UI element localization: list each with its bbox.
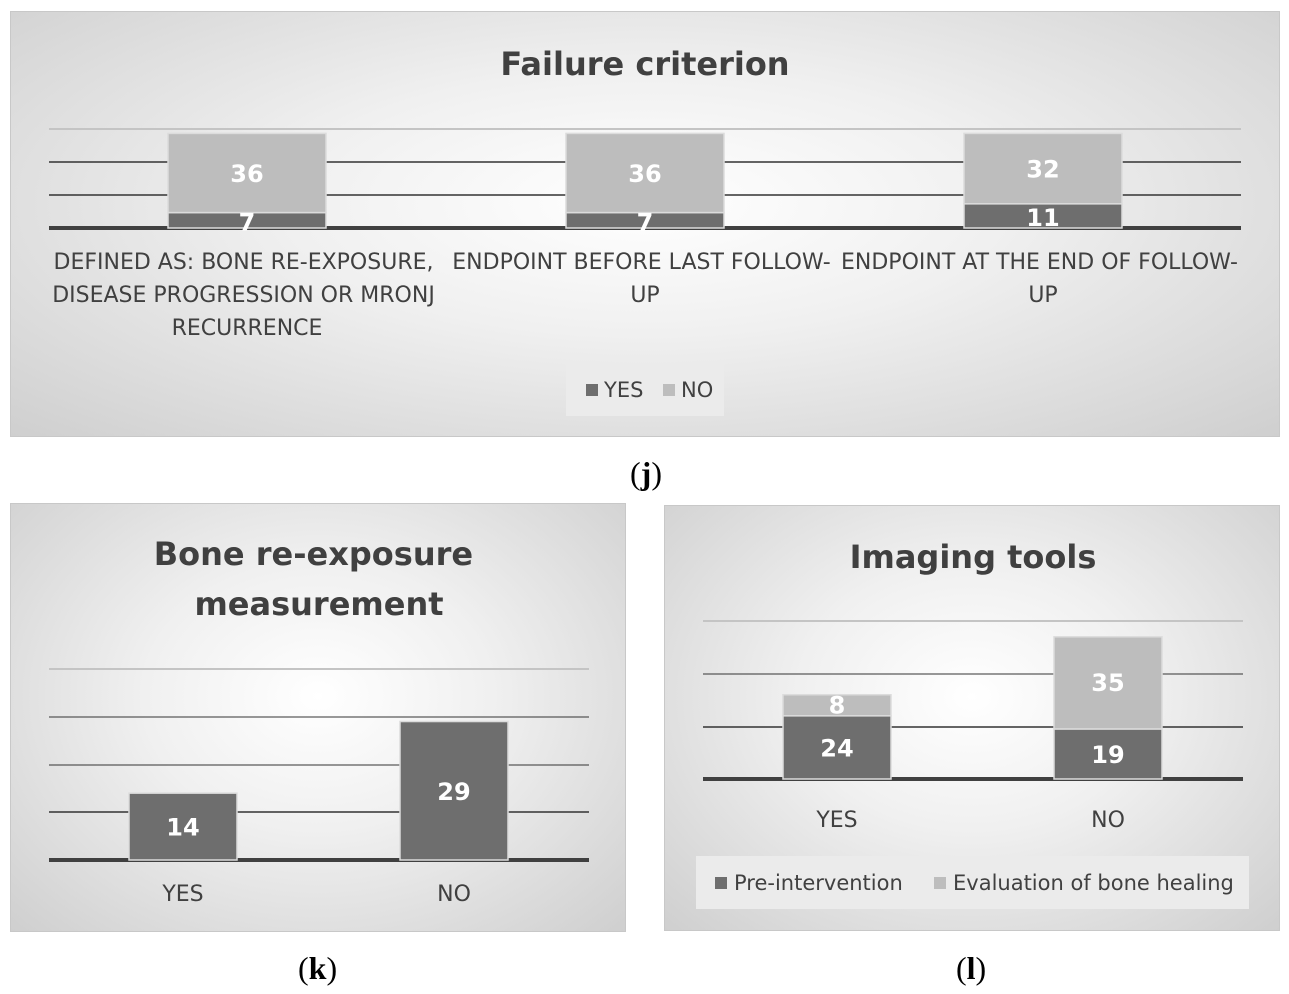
chart-title-line: Bone re-exposure: [154, 535, 473, 573]
legend-background: [696, 856, 1249, 909]
chart-title: Failure criterion: [500, 45, 789, 83]
legend-label-no: NO: [681, 378, 713, 402]
category-label-line: RECURRENCE: [172, 316, 323, 341]
legend-label-pre-intervention: Pre-intervention: [734, 871, 903, 895]
bar-value-label: 36: [230, 160, 263, 188]
imaging-tools-chart: Imaging tools 24 8 19 35 YES NO Pre-interve…: [664, 505, 1280, 931]
category-label: NO: [1091, 808, 1125, 833]
category-label: YES: [161, 882, 203, 907]
failure-criterion-chart: Failure criterion 7 36 7 36 11 32 DEFINED AS:…: [10, 11, 1280, 437]
bar-bone-healing: [1053, 636, 1163, 730]
bar-pre-intervention: [1053, 728, 1163, 780]
bar-value-label: 7: [239, 208, 256, 236]
legend-label-yes: YES: [603, 378, 643, 402]
bar-value-label: 7: [637, 208, 654, 236]
bar-no: [565, 132, 725, 214]
bar-value-label: 11: [1026, 204, 1059, 232]
bone-re-exposure-chart: Bone re-exposure measurement 14 29 YES NO: [10, 503, 626, 932]
imaging-tools-svg: Imaging tools 24 8 19 35 YES NO Pre-interve…: [696, 538, 1249, 909]
bar: [128, 792, 238, 861]
legend-swatch-no: [663, 384, 675, 396]
bar: [399, 720, 509, 861]
category-label-line: DEFINED AS: BONE RE-EXPOSURE,: [54, 250, 434, 275]
caption-j: (j): [630, 455, 662, 491]
bar-value-label: 24: [820, 734, 853, 762]
category-label: ENDPOINT AT THE END OF FOLLOW- UP: [841, 250, 1245, 308]
bar-value-label: 35: [1091, 669, 1124, 697]
bar-value-label: 19: [1091, 741, 1124, 769]
bar-value-label: 8: [829, 691, 846, 719]
failure-criterion-svg: Failure criterion 7 36 7 36 11 32 DEFINED AS:…: [49, 45, 1245, 416]
legend: Pre-intervention Evaluation of bone heal…: [696, 856, 1249, 909]
category-label: ENDPOINT BEFORE LAST FOLLOW- UP: [452, 250, 837, 308]
caption-letter: l: [966, 950, 976, 986]
bar-value-label: 14: [166, 814, 199, 842]
category-label: YES: [815, 808, 857, 833]
bone-re-exposure-svg: Bone re-exposure measurement 14 29 YES NO: [49, 535, 589, 907]
category-label-line: ENDPOINT AT THE END OF FOLLOW-: [841, 250, 1238, 275]
bar-yes: [963, 203, 1123, 229]
bar-value-label: 32: [1026, 156, 1059, 184]
legend-swatch-yes: [586, 384, 598, 396]
bar-value-label: 29: [437, 778, 470, 806]
category-label-line: ENDPOINT BEFORE LAST FOLLOW-: [452, 250, 830, 275]
caption-l: (l): [956, 950, 987, 986]
chart-title: Imaging tools: [850, 538, 1097, 576]
bar-no: [167, 132, 327, 214]
caption-letter: j: [640, 455, 652, 491]
legend: YES NO: [566, 364, 724, 416]
bar-value-label: 36: [628, 160, 661, 188]
legend-swatch-bone-healing: [934, 877, 946, 889]
bar-bone-healing: [782, 693, 892, 717]
category-label: DEFINED AS: BONE RE-EXPOSURE, DISEASE PR…: [52, 250, 442, 341]
chart-title-line: measurement: [194, 585, 443, 623]
legend-swatch-pre-intervention: [715, 877, 727, 889]
caption-letter: k: [308, 950, 327, 986]
category-label-line: UP: [1028, 283, 1057, 308]
caption-k: (k): [298, 950, 338, 986]
category-label-line: UP: [630, 283, 659, 308]
bar-pre-intervention: [782, 715, 892, 780]
chart-title: Bone re-exposure measurement: [154, 535, 484, 623]
bar-no: [963, 132, 1123, 205]
category-label-line: DISEASE PROGRESSION OR MRONJ: [52, 283, 435, 308]
category-label: NO: [437, 882, 471, 907]
legend-label-bone-healing: Evaluation of bone healing: [953, 871, 1234, 895]
